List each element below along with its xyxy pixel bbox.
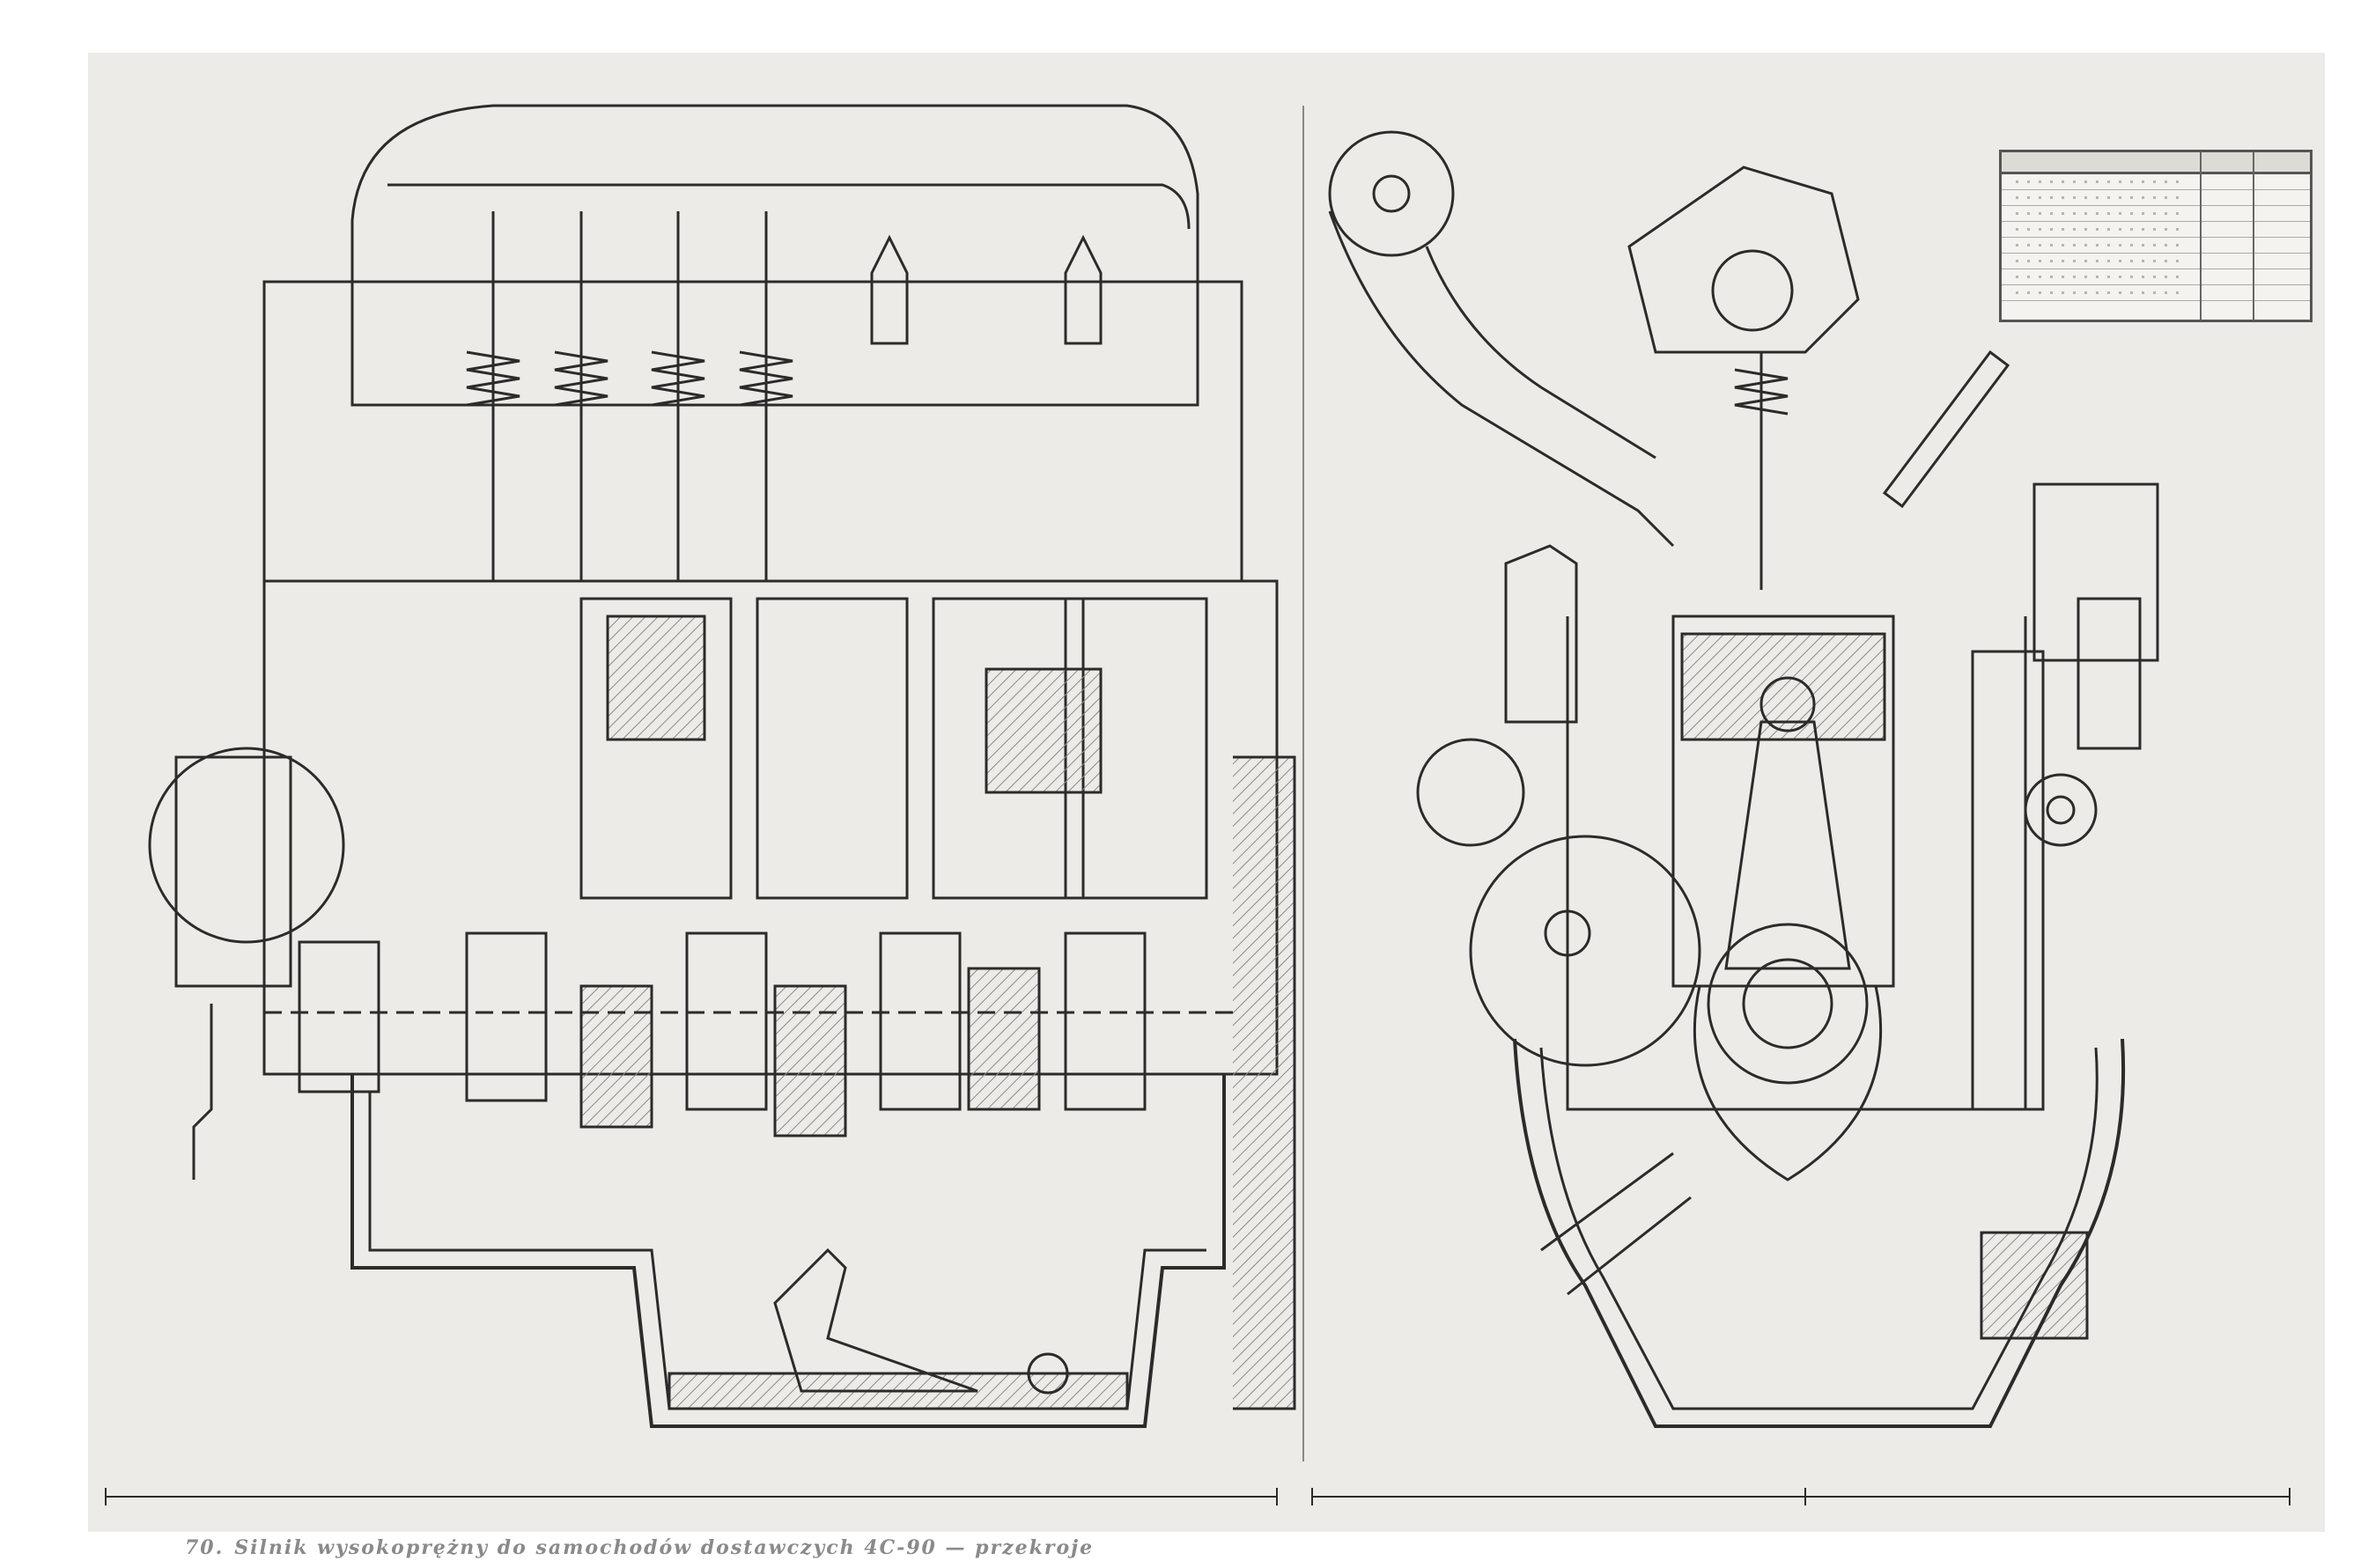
longitudinal-section [105, 104, 1296, 1505]
specification-table-row [2002, 285, 2310, 301]
figure-caption-text: Silnik wysokoprężny do samochodów dostaw… [234, 1536, 1095, 1559]
figure-number: 70. [185, 1536, 225, 1559]
valve-springs [466, 350, 793, 407]
specification-table-divider [2200, 152, 2202, 320]
specification-table-row [2002, 190, 2310, 206]
specification-table-row [2002, 206, 2310, 222]
crankshaft [264, 931, 1233, 1137]
specification-table-row [2002, 269, 2310, 285]
specification-table-row [2002, 174, 2310, 190]
figure-caption: 70. Silnik wysokoprężny do samochodów dos… [185, 1536, 1104, 1559]
specification-table [1999, 150, 2313, 322]
transverse-section [1302, 106, 2291, 1505]
specification-table-row [2002, 222, 2310, 238]
specification-table-divider [2253, 152, 2254, 320]
specification-table-row [2002, 254, 2310, 269]
engine-cross-section-drawing [105, 104, 2291, 1505]
specification-table-row [2002, 238, 2310, 254]
specification-table-header [2002, 152, 2310, 174]
